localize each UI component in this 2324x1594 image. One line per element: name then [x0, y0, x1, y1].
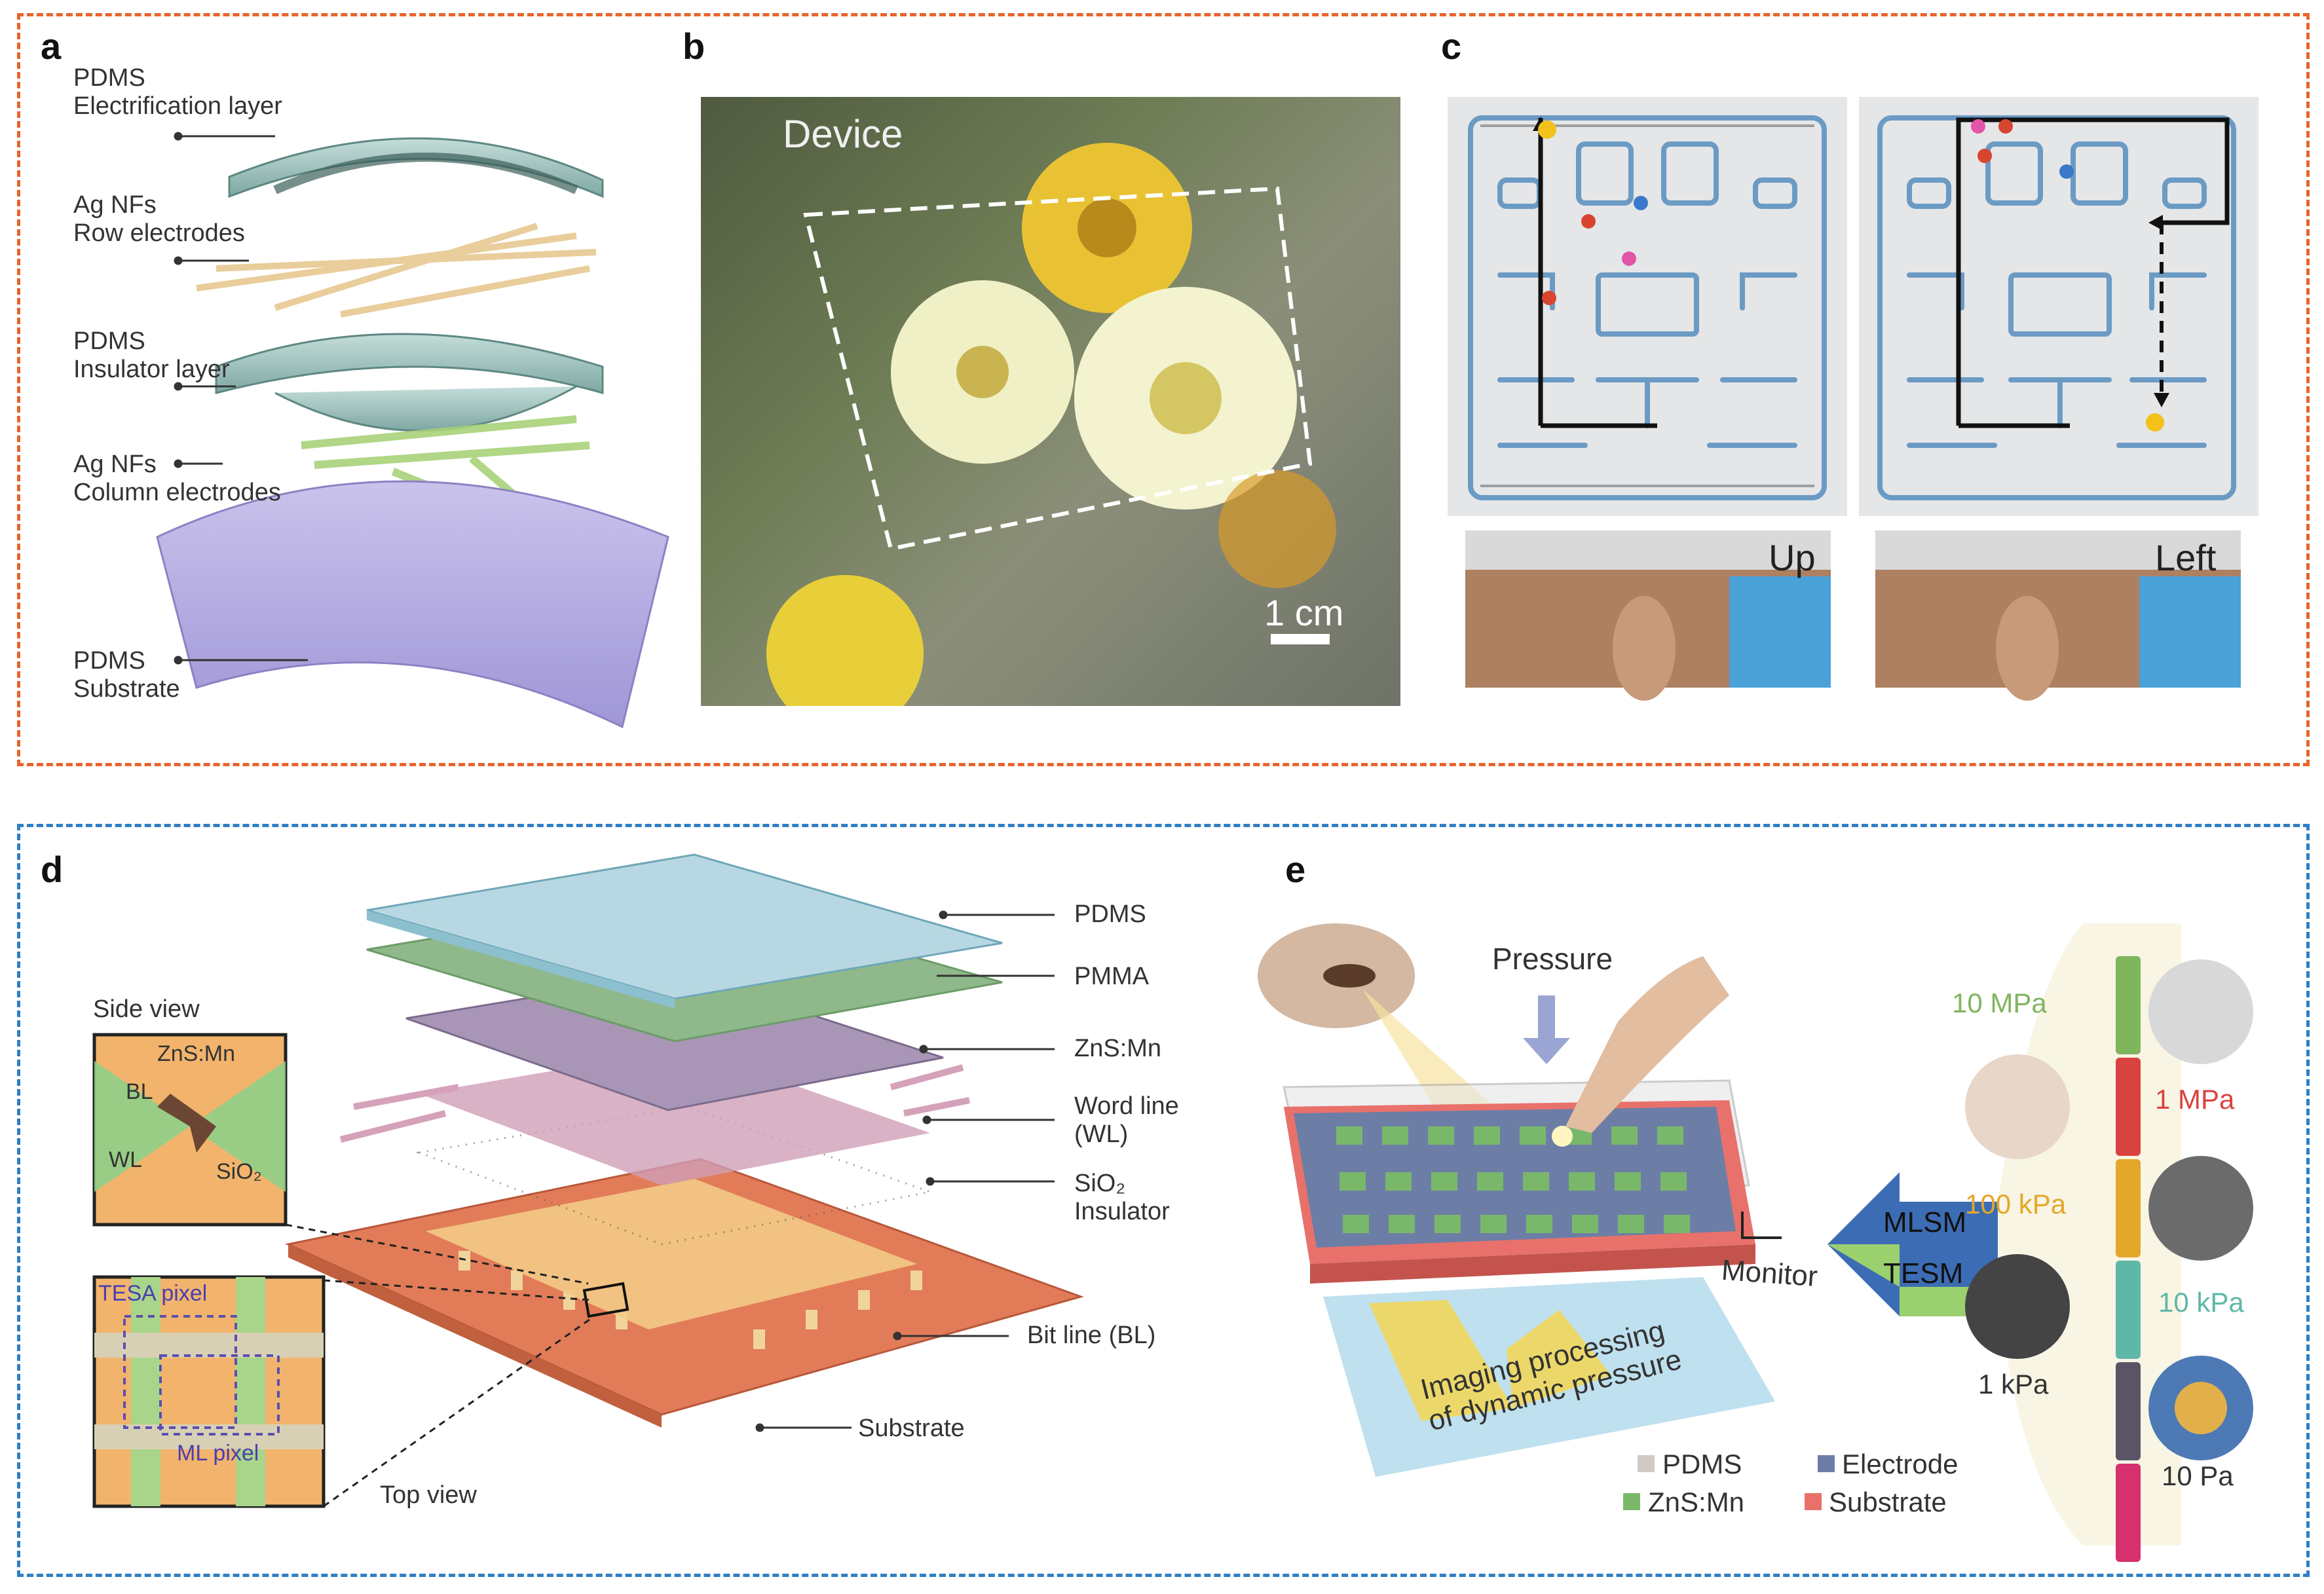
scale-100kpa: 100 kPa [1965, 1189, 2067, 1219]
layer-pdms-label: PDMS [1074, 900, 1146, 928]
legend-electrode: Electrode [1842, 1449, 1959, 1479]
panel-a-label: a [41, 26, 62, 67]
scale-bar-label: 1 cm [1264, 592, 1344, 633]
layer-bit-line-label: Bit line (BL) [1027, 1322, 1156, 1349]
layer-word-line-label: Word line(WL) [1074, 1092, 1179, 1148]
layer-substrate-label: Substrate [858, 1415, 965, 1442]
panel-group-top-frame [17, 13, 2310, 766]
scale-10pa: 10 Pa [2162, 1460, 2234, 1491]
panel-d-label: d [41, 849, 64, 890]
device-photo: Device 1 cm [701, 97, 1400, 706]
inset-zns-label: ZnS:Mn [157, 1041, 236, 1066]
inset-wl-label: WL [109, 1147, 142, 1172]
tesa-pixel-label: TESA pixel [98, 1281, 208, 1306]
legend-zns: ZnS:Mn [1648, 1487, 1745, 1517]
monitor-label: Monitor [1720, 1253, 1819, 1293]
ml-pixel-label: ML pixel [177, 1441, 259, 1466]
tesm-label: TESM [1883, 1257, 1964, 1289]
device-caption: Device [783, 112, 903, 156]
legend-substrate: Substrate [1829, 1487, 1947, 1517]
inset-sio2-label: SiO₂ [216, 1159, 262, 1184]
gesture-up-label: Up [1769, 537, 1816, 578]
panel-group-bottom-frame [17, 824, 2310, 1577]
scale-1mpa: 1 MPa [2155, 1084, 2235, 1115]
top-view-label: Top view [380, 1481, 477, 1509]
scale-10kpa: 10 kPa [2158, 1287, 2244, 1318]
panel-b-label: b [683, 26, 705, 67]
panel-c-label: c [1441, 26, 1462, 67]
scale-10mpa: 10 MPa [1952, 988, 2047, 1018]
mlsm-label: MLSM [1883, 1206, 1967, 1238]
layer-pmma-label: PMMA [1074, 963, 1149, 990]
side-view-label: Side view [93, 995, 200, 1023]
legend-pdms: PDMS [1662, 1449, 1742, 1479]
layer-zns-label: ZnS:Mn [1074, 1035, 1162, 1062]
inset-bl-label: BL [126, 1079, 153, 1104]
scale-1kpa: 1 kPa [1978, 1369, 2049, 1399]
panel-e-label: e [1285, 849, 1306, 890]
pressure-label: Pressure [1492, 942, 1613, 976]
gesture-left-label: Left [2155, 537, 2217, 578]
